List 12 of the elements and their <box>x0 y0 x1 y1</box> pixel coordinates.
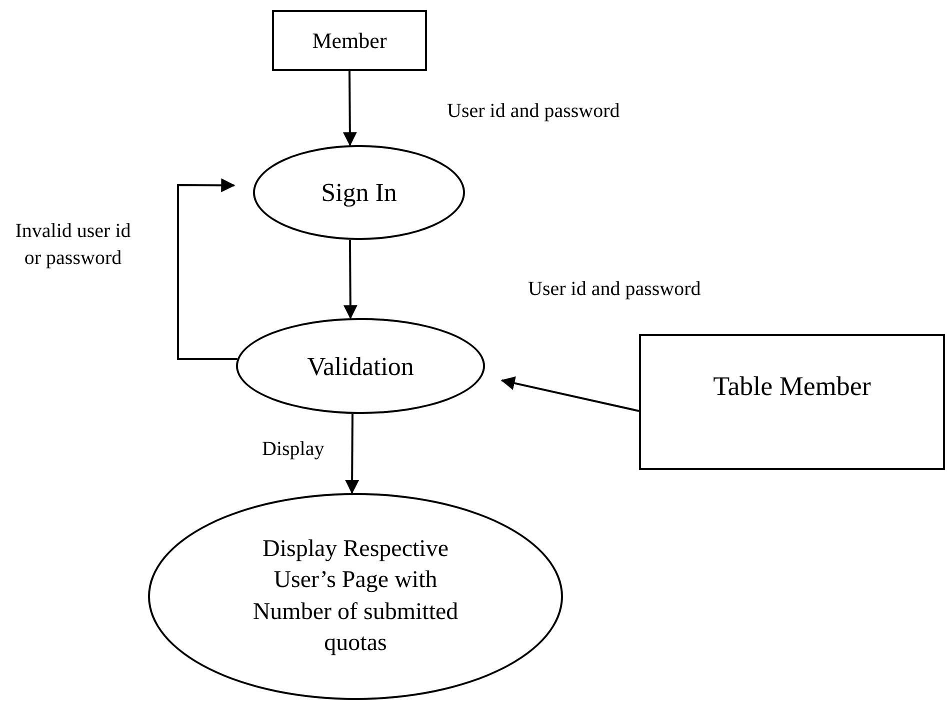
arrow <box>177 178 238 360</box>
node-label: Display Respective User’s Page with Number of submitted quotas <box>252 535 460 658</box>
entity-box <box>639 334 945 470</box>
arrow <box>345 414 360 494</box>
node-label: Validation <box>307 350 414 382</box>
arrow <box>343 240 358 320</box>
node-label: Table Member <box>713 370 871 403</box>
arrow <box>500 376 640 412</box>
entity-box <box>272 10 427 71</box>
node-label: Member <box>312 27 387 55</box>
node-label: Sign In <box>321 177 397 209</box>
arrow <box>342 71 357 146</box>
